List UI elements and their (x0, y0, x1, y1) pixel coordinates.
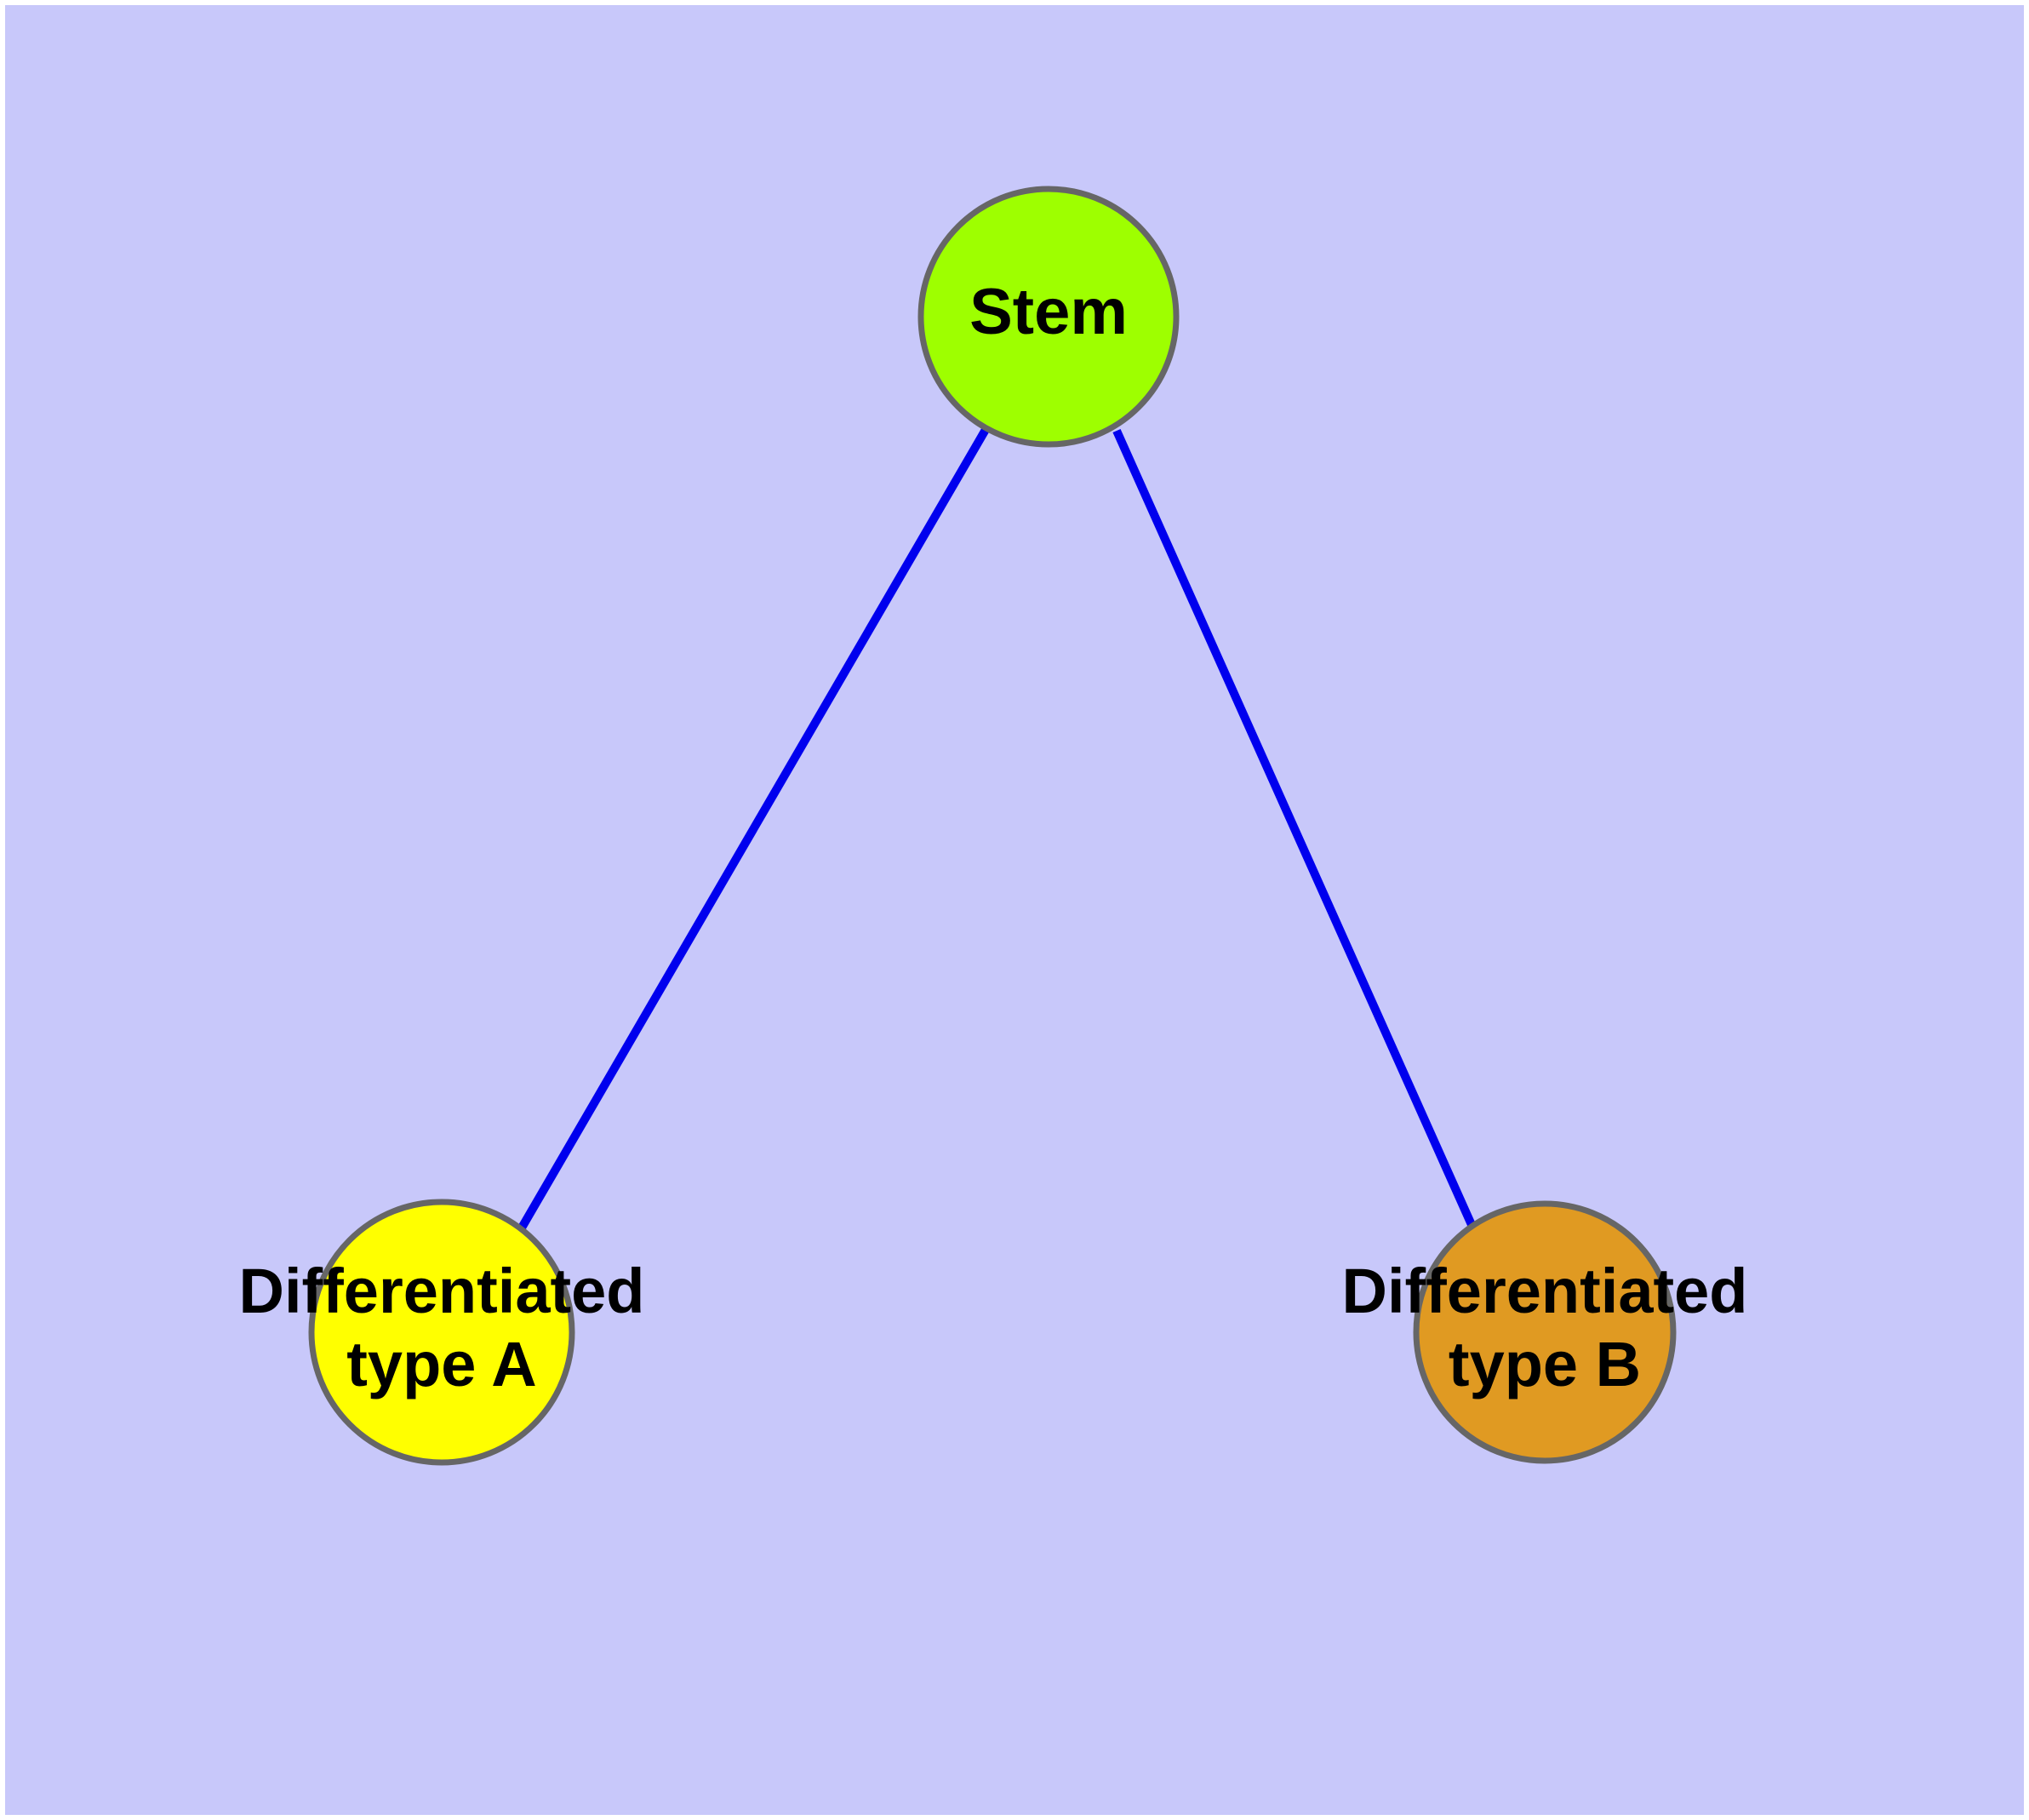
graph-edge-stem-to-diff-a[interactable] (517, 426, 991, 1232)
label-line: Stem (969, 276, 1128, 348)
label-line: type B (1449, 1329, 1641, 1399)
graph-node-diff_a[interactable] (308, 1199, 575, 1466)
edges-layer (517, 426, 1477, 1232)
label-line: Differentiated (239, 1256, 645, 1326)
label-line: type A (346, 1329, 536, 1399)
graph-node-stem[interactable] (917, 186, 1180, 448)
label-line: Differentiated (1342, 1256, 1748, 1326)
graph-node-diff_b[interactable] (1413, 1200, 1677, 1464)
graph-edge-stem-to-diff-b[interactable] (1112, 428, 1477, 1229)
graph-node-label-stem: Stem (969, 276, 1128, 348)
